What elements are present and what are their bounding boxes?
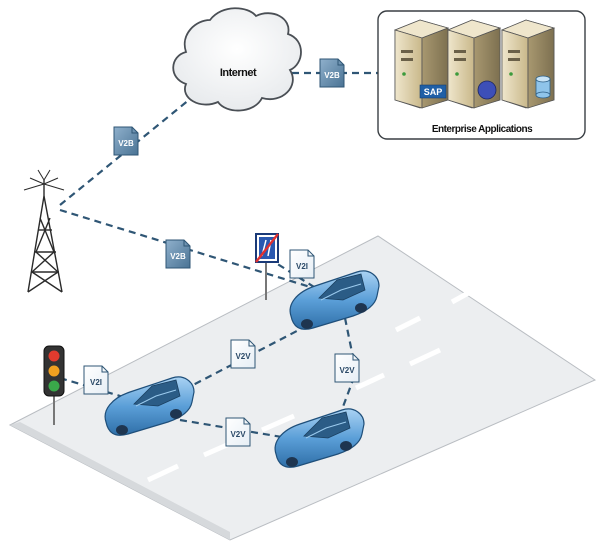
car-bottom-right: [274, 408, 365, 468]
message-doc-v2b-upper: V2B: [113, 126, 139, 156]
message-doc-v2v-middle: V2V: [230, 339, 256, 369]
link-car1-car3: [336, 317, 358, 421]
cell-tower-icon: [23, 169, 65, 293]
server-database: [500, 19, 556, 109]
message-label: V2I: [90, 378, 102, 387]
message-label: V2B: [170, 252, 186, 261]
message-doc-v2b-enterprise: V2B: [319, 58, 345, 88]
internet-label: Internet: [220, 67, 257, 79]
message-doc-v2v-bottom: V2V: [225, 417, 251, 447]
message-label: V2V: [339, 366, 355, 375]
enterprise-panel: Enterprise Applications SAP: [377, 10, 586, 140]
message-label: V2B: [324, 71, 340, 80]
enterprise-label: Enterprise Applications: [432, 124, 533, 135]
message-label: V2I: [296, 262, 308, 271]
internet-cloud: Internet: [172, 7, 302, 112]
message-doc-v2i-light: V2I: [83, 365, 109, 395]
traffic-light-icon: [43, 345, 65, 425]
car-top-right: [289, 270, 380, 330]
road: [8, 235, 597, 541]
sap-logo: SAP: [424, 87, 443, 97]
message-doc-v2v-right: V2V: [334, 353, 360, 383]
message-doc-v2b-lower: V2B: [165, 239, 191, 269]
server-database-globe: [446, 19, 502, 109]
car-left: [104, 376, 195, 436]
message-label: V2V: [235, 352, 251, 361]
road-sign-icon: [255, 233, 279, 300]
message-doc-v2i-sign: V2I: [289, 249, 315, 279]
message-label: V2B: [118, 139, 134, 148]
globe-icon: [477, 80, 497, 100]
lane-markings: [146, 288, 474, 483]
message-label: V2V: [230, 430, 246, 439]
server-sap: SAP: [393, 19, 450, 109]
database-icon: [535, 75, 551, 99]
